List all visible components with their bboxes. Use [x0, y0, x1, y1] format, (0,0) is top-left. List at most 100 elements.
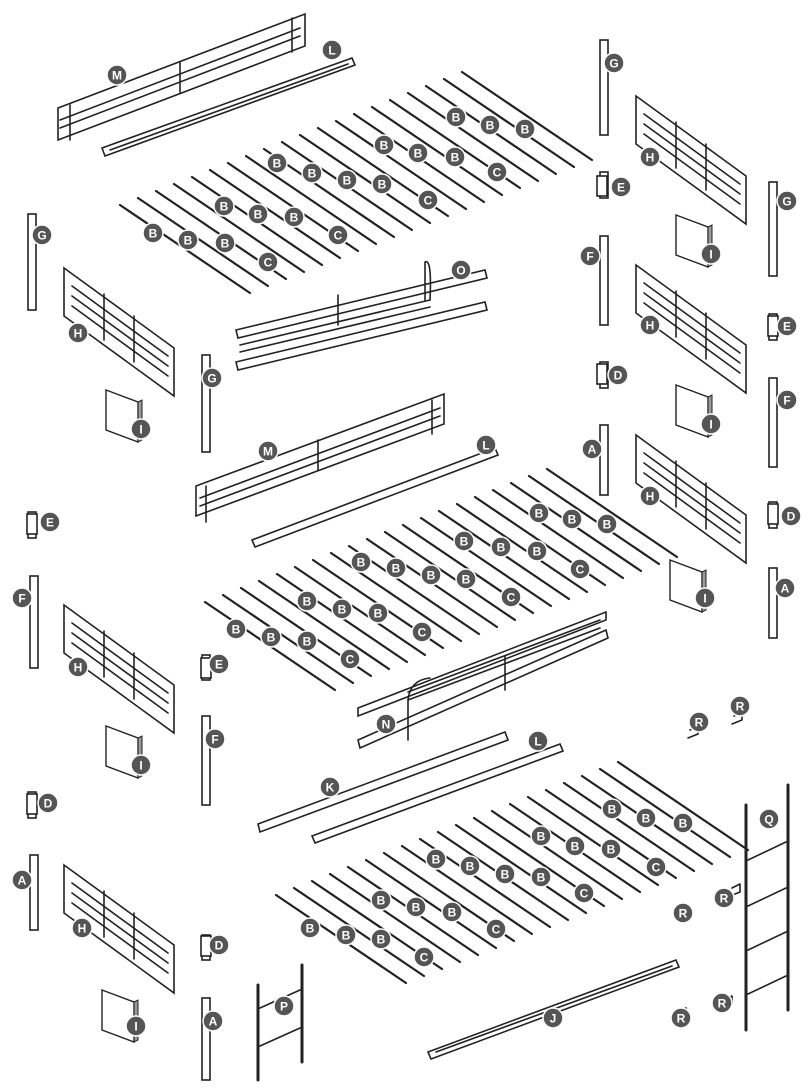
part-label-b: B — [367, 602, 389, 624]
part-letter: B — [254, 208, 263, 222]
part-letter: R — [736, 700, 745, 714]
part-label-i: I — [700, 413, 722, 435]
part-letter: H — [646, 319, 655, 333]
slat — [490, 809, 624, 901]
slat — [257, 579, 391, 671]
part-label-r: R — [729, 695, 751, 717]
part-label-f: F — [11, 587, 33, 609]
part-letter: M — [112, 69, 122, 83]
bracket — [26, 793, 38, 815]
part-letter: B — [497, 541, 506, 555]
part-label-b: B — [530, 825, 552, 847]
part-letter: A — [209, 1015, 218, 1029]
part-letter: B — [374, 607, 383, 621]
part-letter: B — [220, 200, 229, 214]
part-label-h: H — [67, 322, 89, 344]
part-label-b: B — [672, 812, 694, 834]
part-letter: A — [18, 874, 27, 888]
part-label-p: P — [273, 995, 295, 1017]
part-letter: B — [377, 933, 386, 947]
post — [599, 39, 609, 136]
part-letter: A — [588, 443, 597, 457]
slat — [298, 133, 432, 225]
part-label-b: B — [335, 924, 357, 946]
part-label-a: A — [774, 577, 796, 599]
hook — [729, 883, 741, 897]
part-letter: G — [782, 195, 791, 209]
part-letter: G — [37, 229, 46, 243]
part-letter: B — [392, 562, 401, 576]
part-letter: B — [537, 871, 546, 885]
part-label-c: C — [645, 856, 667, 878]
part-label-e: E — [208, 653, 230, 675]
part-letter: G — [609, 57, 618, 71]
part-letter: N — [382, 718, 391, 732]
part-letter: B — [642, 812, 651, 826]
part-label-b: B — [373, 134, 395, 156]
part-label-l: L — [475, 434, 497, 456]
part-letter: B — [571, 840, 580, 854]
part-label-c: C — [573, 882, 595, 904]
part-letter: M — [263, 445, 273, 459]
part-label-e: E — [776, 315, 798, 337]
part-letter: B — [535, 507, 544, 521]
part-label-d: D — [607, 364, 629, 386]
part-label-i: I — [130, 754, 152, 776]
post — [599, 424, 609, 496]
part-letter: L — [482, 439, 489, 453]
part-letter: B — [460, 535, 469, 549]
part-label-b: B — [350, 551, 372, 573]
slat — [455, 502, 589, 594]
part-label-b: B — [370, 889, 392, 911]
part-letter: B — [466, 860, 475, 874]
part-letter: B — [568, 513, 577, 527]
post — [201, 354, 211, 453]
part-label-c: C — [486, 161, 508, 183]
part-letter: E — [46, 516, 54, 530]
slat — [562, 781, 696, 873]
part-label-l: L — [527, 730, 549, 752]
top-side-rail-L — [100, 56, 357, 158]
part-label-c: C — [257, 251, 279, 273]
part-label-b: B — [260, 626, 282, 648]
part-letter: H — [78, 922, 87, 936]
part-label-b: B — [561, 508, 583, 530]
part-label-b: B — [296, 590, 318, 612]
part-letter: B — [221, 237, 230, 251]
part-letter: R — [695, 716, 704, 730]
post — [201, 715, 211, 806]
part-letter: B — [232, 623, 241, 637]
top-guard-rail-M — [57, 12, 306, 142]
part-label-r: R — [713, 887, 735, 909]
part-letter: C — [334, 229, 343, 243]
part-label-i: I — [130, 418, 152, 440]
part-letter: C — [264, 256, 273, 270]
part-label-b: B — [331, 598, 353, 620]
part-letter: H — [74, 327, 83, 341]
slat — [172, 182, 306, 274]
part-letter: Q — [764, 813, 773, 827]
part-letter: B — [343, 174, 352, 188]
part-letter: B — [537, 830, 546, 844]
part-label-e: E — [39, 511, 61, 533]
part-letter: F — [586, 250, 593, 264]
part-label-c: C — [500, 586, 522, 608]
part-label-h: H — [67, 656, 89, 678]
part-label-a: A — [11, 869, 33, 891]
part-letter: R — [720, 892, 729, 906]
part-label-b: B — [530, 866, 552, 888]
part-label-b: B — [514, 118, 536, 140]
part-letter: B — [501, 868, 510, 882]
part-letter: C — [580, 887, 589, 901]
part-letter: L — [534, 735, 541, 749]
end-frames — [63, 94, 747, 995]
ladder-P — [256, 963, 304, 1082]
part-letter: B — [357, 556, 366, 570]
bracket — [26, 513, 38, 535]
part-letter: R — [679, 907, 688, 921]
part-letter: D — [614, 369, 623, 383]
part-label-j: J — [542, 1007, 564, 1029]
part-label-b: B — [420, 564, 442, 586]
part-label-e: E — [610, 176, 632, 198]
part-label-b: B — [601, 798, 623, 820]
